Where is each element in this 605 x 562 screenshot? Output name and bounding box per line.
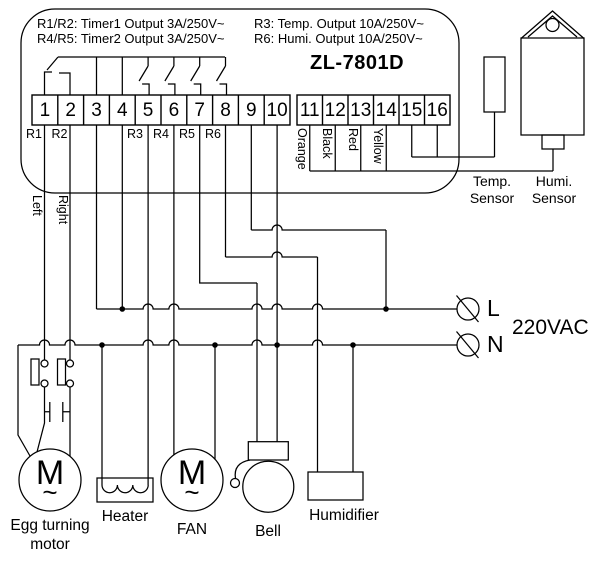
motor-wire-left-label: Left	[30, 195, 44, 216]
terminal-2: 2	[65, 100, 76, 121]
terminal-7: 7	[194, 100, 205, 121]
terminal-12: 12	[324, 100, 346, 121]
terminal-9: 9	[246, 100, 257, 121]
relay-label-r2: R2	[51, 127, 68, 141]
line-terminal	[456, 297, 480, 321]
egg-motor-label-2: motor	[30, 536, 70, 553]
spec-line2-left: R4/R5: Timer2 Output 3A/250V~	[37, 31, 225, 46]
relay-label-r1: R1	[26, 127, 42, 141]
humi-sensor-symbol	[520, 10, 585, 150]
terminal-13: 13	[350, 100, 372, 121]
egg-motor-symbol	[18, 358, 82, 512]
relay-contacts	[43, 56, 228, 95]
humidifier-label: Humidifier	[309, 507, 379, 524]
fan-motor-m: M	[177, 454, 207, 492]
terminal-16: 16	[426, 100, 448, 121]
spec-line1-left: R1/R2: Timer1 Output 3A/250V~	[37, 16, 225, 31]
neutral-terminal	[456, 333, 480, 357]
terminal-1: 1	[39, 100, 51, 121]
heater-symbol	[96, 477, 154, 503]
neutral-label: N	[487, 331, 504, 357]
egg-motor-wave: ~	[42, 477, 58, 507]
fan-motor-wave: ~	[184, 477, 200, 507]
terminal-5: 5	[142, 100, 154, 121]
egg-motor-label-1: Egg turning	[10, 517, 90, 534]
wire-color-red: Red	[345, 128, 360, 151]
terminal-10: 10	[266, 100, 288, 121]
terminal-15: 15	[401, 100, 423, 121]
bell-symbol	[229, 441, 295, 513]
relay-label-r4: R4	[153, 127, 169, 141]
relay-label-r3: R3	[127, 127, 143, 141]
terminal-11: 11	[299, 100, 320, 121]
wire-color-black: Black	[320, 128, 334, 159]
relay-label-r6: R6	[205, 127, 221, 141]
power-terminals	[456, 295, 480, 359]
humidifier-symbol	[307, 471, 364, 501]
fan-label: FAN	[176, 521, 208, 538]
humi-sensor-label-1: Humi.	[535, 173, 573, 189]
line-label: L	[487, 295, 500, 321]
spec-line2-right: R6: Humi. Output 10A/250V~	[254, 31, 423, 46]
motor-wire-right-label: Right	[55, 195, 70, 225]
controller-outline	[20, 8, 460, 194]
bell-label: Bell	[255, 523, 281, 540]
terminal-6: 6	[168, 100, 180, 121]
wires	[17, 112, 554, 485]
heater-label: Heater	[101, 508, 149, 525]
terminal-14: 14	[375, 100, 397, 121]
terminal-strip	[31, 94, 451, 126]
relay-label-r5: R5	[179, 127, 195, 141]
egg-motor-m: M	[35, 454, 65, 492]
model-name: ZL-7801D	[310, 52, 405, 74]
junction-dots	[99, 306, 389, 348]
voltage-label: 220VAC	[512, 316, 589, 339]
wire-color-yellow: Yellow	[371, 128, 385, 164]
terminal-8: 8	[220, 100, 231, 121]
temp-sensor-symbol	[483, 56, 506, 113]
terminal-3: 3	[91, 100, 102, 121]
fan-symbol	[160, 448, 224, 512]
terminal-4: 4	[117, 100, 128, 121]
temp-sensor-label-1: Temp.	[472, 173, 512, 189]
wire-color-orange: Orange	[294, 128, 309, 170]
humi-sensor-label-2: Sensor	[531, 190, 577, 206]
temp-sensor-label-2: Sensor	[469, 190, 515, 206]
spec-line1-right: R3: Temp. Output 10A/250V~	[254, 16, 424, 31]
capacitor-symbol	[44, 402, 70, 422]
